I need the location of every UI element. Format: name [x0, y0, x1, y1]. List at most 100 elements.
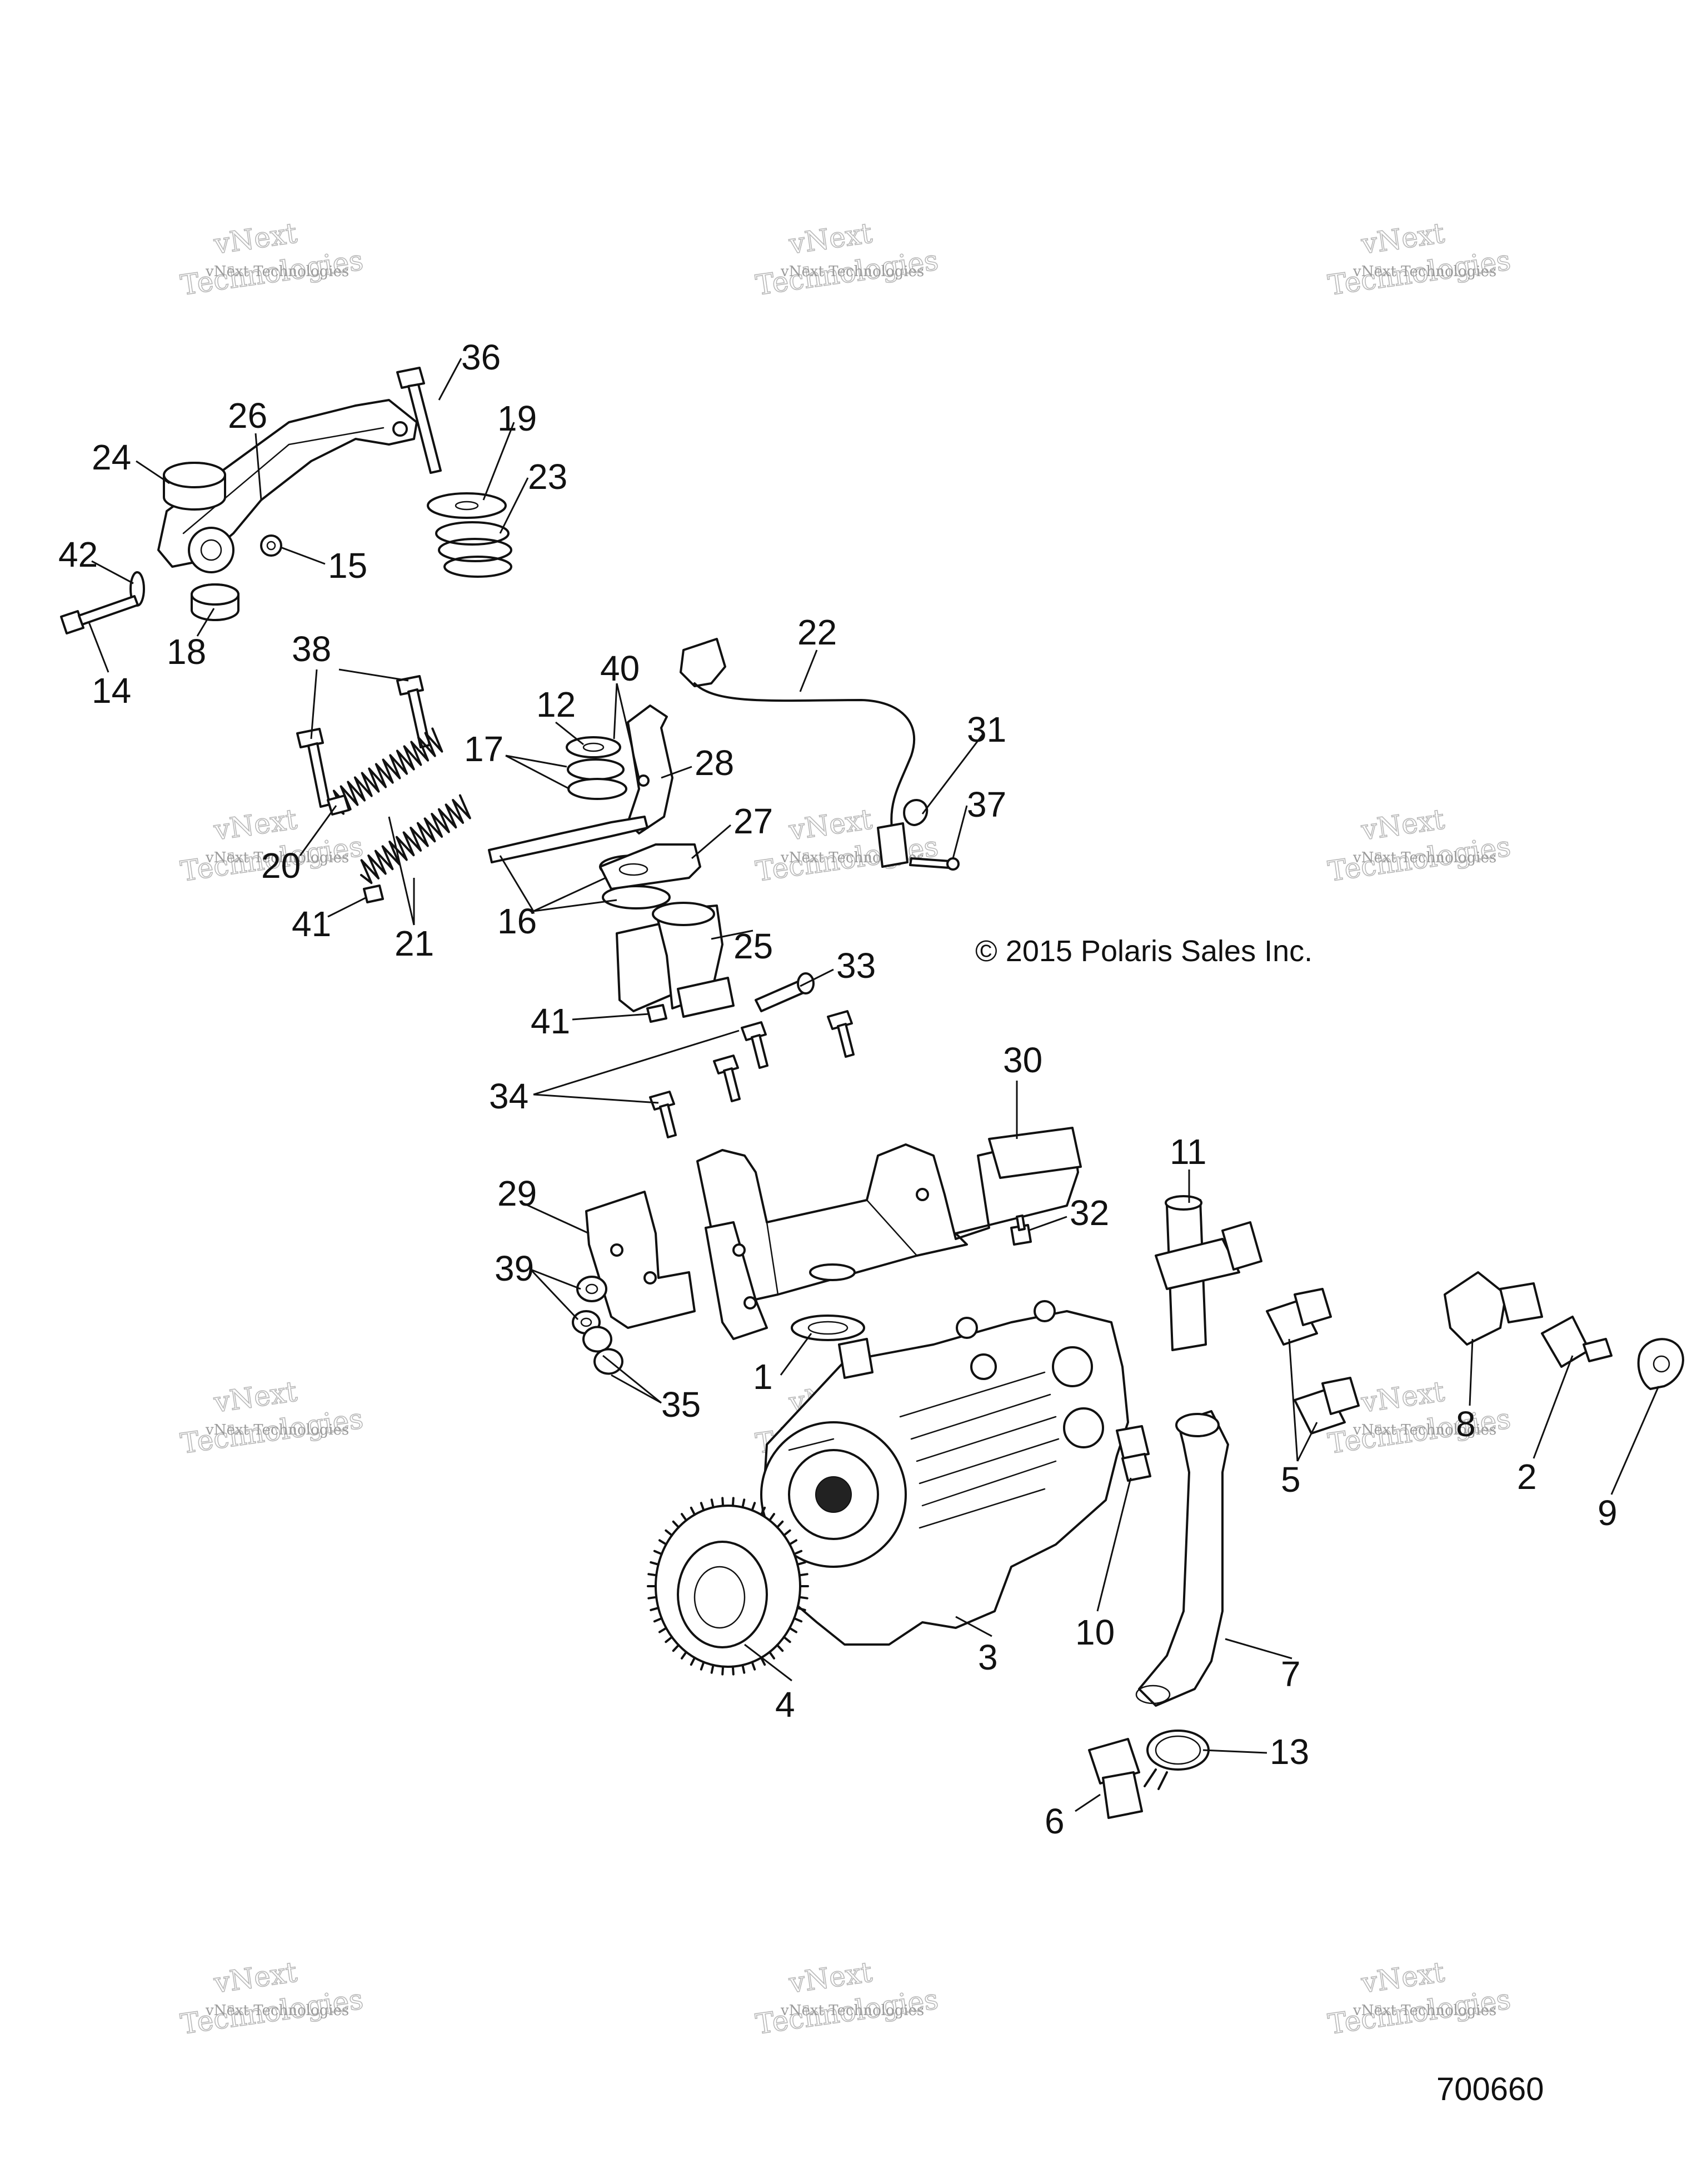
leader-line [533, 1093, 659, 1104]
svg-text:vNext Technologies: vNext Technologies [1352, 263, 1496, 280]
svg-text:vNext Technologies: vNext Technologies [780, 2002, 924, 2019]
part-30-bracket [696, 1127, 1082, 1340]
part-27-sensor-bracket [599, 843, 701, 890]
part-19-washer [427, 492, 507, 519]
callout-36: 36 [461, 337, 501, 377]
part-28-bracket [627, 704, 673, 834]
part-15-nut [260, 534, 282, 557]
callout-4: 4 [775, 1685, 795, 1725]
callout-10: 10 [1075, 1612, 1115, 1652]
leader-line [1610, 1386, 1660, 1495]
leader-line [555, 721, 584, 746]
part-14-bolt [60, 595, 139, 634]
svg-text:vNext: vNext [1359, 217, 1446, 260]
leader-line [533, 1029, 740, 1096]
leader-line [499, 477, 529, 534]
svg-text:vNext Technologies: vNext Technologies [205, 1422, 349, 1438]
part-32-stud [1010, 1215, 1032, 1246]
svg-text:vNext Technologies: vNext Technologies [1352, 2002, 1496, 2019]
leader-line [530, 1268, 579, 1321]
callout-22: 22 [797, 612, 837, 652]
part-38-bolts [296, 675, 431, 808]
leader-line [780, 1333, 812, 1376]
callout-5: 5 [1281, 1460, 1301, 1500]
part-3-fuel-pump [760, 1300, 1129, 1646]
svg-text:vNext Technologies: vNext Technologies [205, 2002, 349, 2019]
leader-line [522, 1202, 590, 1235]
callout-30: 30 [1003, 1040, 1042, 1080]
leader-line [744, 1643, 792, 1682]
leader-line [136, 460, 170, 484]
part-35-pins [582, 1326, 623, 1375]
part-4-gear [647, 1497, 809, 1676]
callout-19: 19 [497, 398, 537, 438]
part-36-bolt [396, 367, 442, 474]
leader-line [533, 877, 606, 912]
callout-14: 14 [92, 671, 131, 711]
svg-text:vNext Technologies: vNext Technologies [205, 263, 349, 280]
parts-artwork [60, 367, 1684, 1819]
part-6-fitting [1088, 1738, 1143, 1819]
callout-34: 34 [489, 1076, 528, 1116]
leader-line [505, 754, 567, 768]
leader-line [1225, 1638, 1292, 1660]
callout-17: 17 [464, 729, 503, 769]
callout-12: 12 [536, 684, 576, 724]
svg-text:vNext Technologies: vNext Technologies [205, 849, 349, 866]
leader-line [254, 433, 262, 501]
callout-42: 42 [58, 534, 98, 574]
callout-40: 40 [600, 648, 640, 688]
leader-line [91, 560, 134, 584]
leader-line [499, 855, 535, 912]
callout-2: 2 [1517, 1457, 1537, 1497]
svg-text:vNext: vNext [787, 1956, 874, 1999]
callout-11: 11 [1170, 1132, 1206, 1172]
part-39-grommets [572, 1276, 607, 1335]
part-10-fitting [1116, 1425, 1151, 1482]
leader-line [338, 668, 409, 682]
callout-24: 24 [92, 437, 131, 477]
leader-line [505, 754, 570, 790]
callout-3: 3 [978, 1637, 998, 1677]
leader-line [1096, 1477, 1132, 1612]
callout-33: 33 [836, 946, 876, 986]
svg-text:vNext: vNext [787, 803, 874, 846]
leader-line [388, 816, 415, 926]
callout-8: 8 [1456, 1404, 1476, 1444]
part-25-sensor [616, 902, 735, 1018]
leader-line [530, 1268, 581, 1290]
leader-line [616, 683, 640, 778]
callout-15: 15 [328, 546, 367, 586]
leader-line [611, 1374, 662, 1404]
callout-38: 38 [292, 629, 331, 669]
leader-line [1288, 1338, 1299, 1462]
leader-line [955, 1616, 992, 1637]
svg-text:vNext Technologies: vNext Technologies [780, 263, 924, 280]
leader-line [799, 649, 818, 692]
svg-text:vNext: vNext [787, 217, 874, 260]
callout-18: 18 [167, 632, 206, 672]
leader-line [800, 968, 834, 987]
svg-text:vNext: vNext [212, 803, 299, 846]
leader-line [572, 1013, 650, 1021]
callout-37: 37 [967, 784, 1006, 824]
part-23-spring [435, 521, 512, 578]
callout-28: 28 [695, 743, 734, 783]
leader-line [613, 683, 618, 739]
leader-lines [88, 358, 1660, 1812]
svg-text:vNext: vNext [1359, 803, 1446, 846]
callout-23: 23 [528, 457, 567, 497]
part-1-gasket [791, 1315, 865, 1341]
callout-6: 6 [1045, 1801, 1065, 1841]
leader-line [299, 805, 337, 856]
part-13-clamp [1144, 1730, 1210, 1790]
